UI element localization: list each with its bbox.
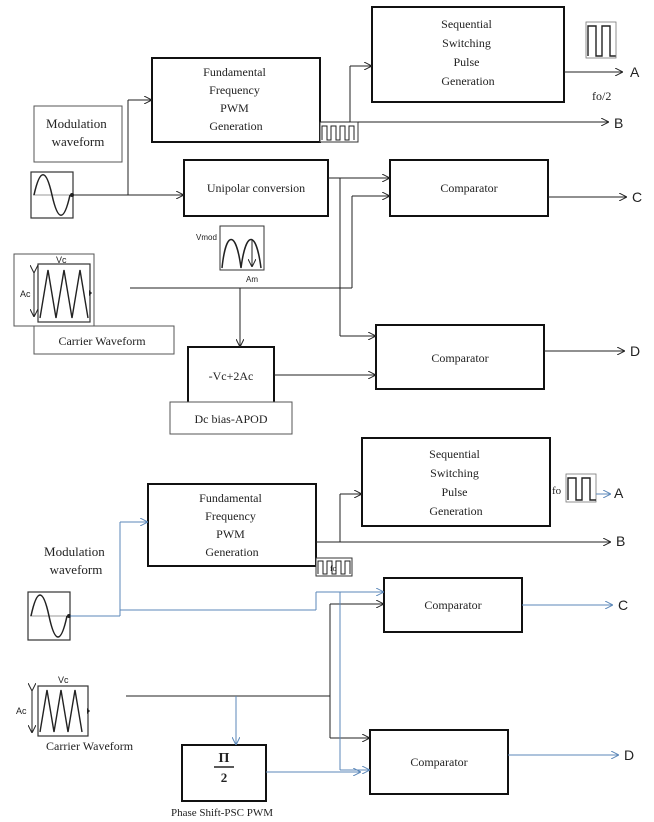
top-unipolar-conversion-box: [183, 159, 329, 217]
bottom-modulation-label: Modulation waveform: [44, 544, 108, 577]
top-output-d: D: [630, 343, 640, 359]
top-modulation-label-box: [33, 105, 123, 163]
top-ac-label: Ac: [20, 289, 31, 299]
top-sine-wave-icon: [30, 171, 74, 219]
top-comparator-d-label: Comparator: [431, 351, 488, 365]
top-sequential-switching-box: [371, 6, 565, 103]
bottom-black-wires: [126, 494, 610, 738]
top-vmod-label: Vmod: [196, 233, 217, 242]
top-dc-bias-label: Dc bias-APOD: [195, 412, 268, 426]
top-pulse-train-output-icon: [585, 21, 617, 59]
top-diagram: Modulation waveform Fundamental Frequenc…: [13, 6, 642, 435]
bottom-sine-wave-icon: [27, 591, 71, 641]
top-unipolar-waveform-icon: [219, 225, 265, 271]
bottom-output-d: D: [624, 747, 634, 763]
bottom-phase-shift-box: [181, 744, 267, 802]
top-sequential-switching-label: Sequential Switching Pulse Generation: [441, 17, 495, 88]
top-output-c: C: [632, 189, 642, 205]
top-carrier-waveform-icon: [13, 253, 95, 327]
top-fundamental-pwm-box: [151, 57, 321, 143]
top-unipolar-conversion-label: Unipolar conversion: [207, 181, 305, 195]
bottom-blue-wires: [70, 494, 618, 772]
top-fundamental-pwm-label: Fundamental Frequency PWM Generation: [203, 65, 269, 133]
bottom-fundamental-pwm-label: Fundamental Frequency PWM Generation: [199, 491, 265, 559]
top-output-b: B: [614, 115, 623, 131]
top-pwm-pulse-icon: [319, 121, 359, 143]
top-carrier-label: Carrier Waveform: [58, 334, 146, 348]
top-fo2-label: fo/2: [592, 89, 611, 103]
top-dc-bias-label-box: [169, 401, 293, 435]
bottom-phase-shift-denominator: 2: [221, 770, 228, 785]
top-modulation-label: Modulation waveform: [46, 116, 110, 149]
bottom-comparator-d-box: [369, 729, 509, 795]
top-wires: [74, 66, 626, 375]
bottom-pulse-train-output-icon: [565, 473, 597, 503]
top-output-a: A: [630, 64, 640, 80]
bottom-comparator-d-label: Comparator: [410, 755, 467, 769]
bottom-fo-small-label: fo: [330, 564, 337, 573]
bottom-output-a: A: [614, 485, 624, 501]
bottom-comparator-c-label: Comparator: [424, 598, 481, 612]
top-comparator-d-box: [375, 324, 545, 390]
bottom-ac-label: Ac: [16, 706, 27, 716]
top-carrier-label-box: [33, 325, 175, 355]
bottom-fo-label: fo: [552, 485, 562, 497]
bottom-comparator-c-box: [383, 577, 523, 633]
bottom-phase-shift-label: Phase Shift-PSC PWM: [171, 807, 273, 819]
bottom-sequential-switching-label: Sequential Switching Pulse Generation: [429, 447, 483, 518]
bottom-output-c: C: [618, 597, 628, 613]
top-am-label: Am: [246, 275, 258, 284]
bottom-carrier-label: Carrier Waveform: [46, 739, 134, 753]
bottom-diagram: Sequential Switching Pulse Generation Fu…: [16, 437, 634, 819]
top-comparator-c-box: [389, 159, 549, 217]
bottom-pwm-pulse-icon: [315, 557, 353, 577]
bottom-fundamental-pwm-box: [147, 483, 317, 567]
top-dc-bias-value: -Vc+2Ac: [209, 369, 254, 383]
top-vc-label: Vc: [56, 255, 67, 265]
bottom-phase-shift-numerator: Π: [219, 751, 230, 766]
top-comparator-c-label: Comparator: [440, 181, 497, 195]
bottom-output-b: B: [616, 533, 625, 549]
bottom-vc-label: Vc: [58, 675, 69, 685]
bottom-carrier-waveform-icon: [32, 686, 90, 737]
bottom-sequential-switching-box: [361, 437, 551, 527]
